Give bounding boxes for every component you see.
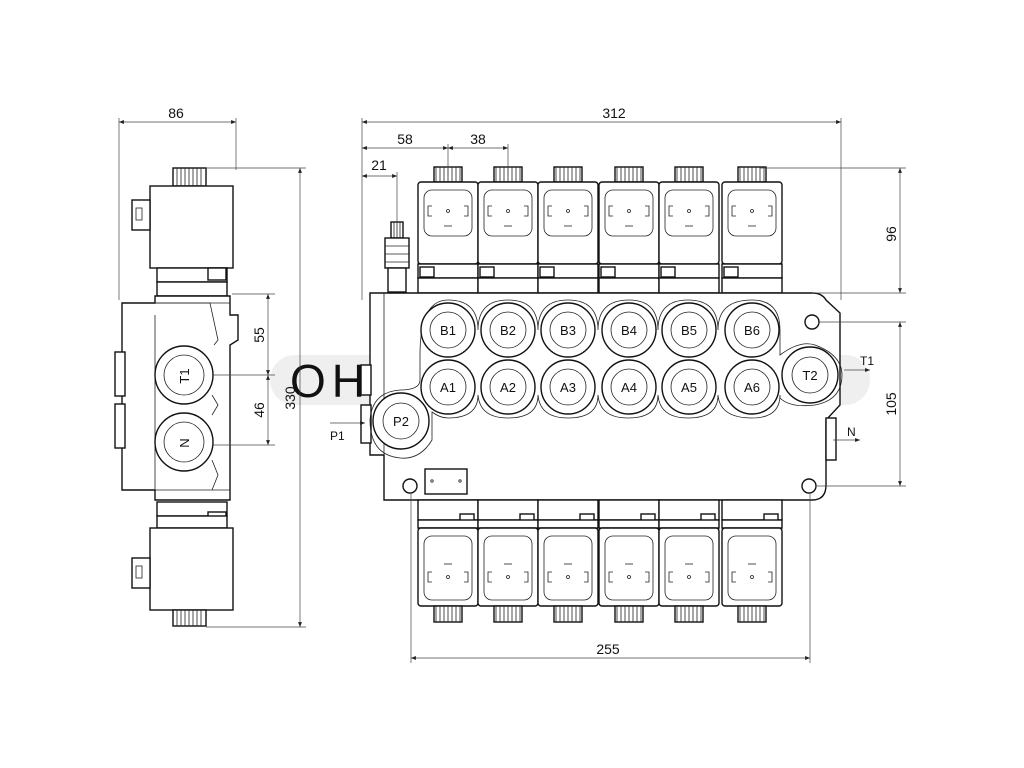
port-b-label: B3 — [560, 323, 576, 338]
dim-offset-first: 58 — [397, 131, 413, 147]
port-b: B6 — [724, 302, 780, 358]
bottom-coil — [658, 499, 720, 623]
top-coil — [721, 166, 783, 294]
dim-side-upper: 55 — [251, 327, 267, 343]
port-a: A2 — [480, 359, 536, 415]
bottom-coil — [598, 499, 660, 623]
port-a: A1 — [420, 359, 476, 415]
port-a-label: A5 — [681, 380, 697, 395]
top-coil — [477, 166, 539, 294]
dim-coil-height: 96 — [883, 226, 899, 242]
port-a: A3 — [540, 359, 596, 415]
flow-arrows: P1 T1 N — [330, 354, 874, 443]
dim-bottom-length: 255 — [596, 641, 620, 657]
port-p2-label: P2 — [393, 414, 409, 429]
port-a-label: A1 — [440, 380, 456, 395]
top-coil — [598, 166, 660, 294]
dim-side-lower: 46 — [251, 402, 267, 418]
dim-side-width: 86 — [168, 105, 184, 121]
top-coil — [658, 166, 720, 294]
port-b-label: B1 — [440, 323, 456, 338]
side-port-t1-label: T1 — [177, 368, 192, 383]
port-a: A6 — [724, 359, 780, 415]
dim-side-height: 330 — [282, 386, 298, 410]
front-dimensions: 312 58 38 21 96 105 255 — [361, 105, 906, 663]
top-coil — [537, 166, 599, 294]
bottom-coil — [477, 499, 539, 623]
port-b-label: B5 — [681, 323, 697, 338]
dim-total-length: 312 — [602, 105, 626, 121]
port-a: A4 — [601, 359, 657, 415]
port-a-label: A4 — [621, 380, 637, 395]
dim-body-height: 105 — [883, 392, 899, 416]
top-coil — [417, 166, 479, 294]
port-a-label: A2 — [500, 380, 516, 395]
bottom-coil — [537, 499, 599, 623]
port-b: B5 — [661, 302, 717, 358]
port-b: B2 — [480, 302, 536, 358]
port-b-label: B6 — [744, 323, 760, 338]
port-t2-label: T2 — [802, 368, 817, 383]
port-a-label: A6 — [744, 380, 760, 395]
bottom-coil — [417, 499, 479, 623]
arrow-n-label: N — [847, 425, 856, 439]
port-b-label: B2 — [500, 323, 516, 338]
arrow-p1-label: P1 — [330, 429, 345, 443]
port-b-label: B4 — [621, 323, 637, 338]
dim-offset-port: 21 — [371, 157, 387, 173]
port-b: B1 — [420, 302, 476, 358]
side-dimensions: 86 55 46 330 — [118, 105, 306, 628]
side-view: T1 N — [114, 167, 239, 627]
port-a: A5 — [661, 359, 717, 415]
port-b: B4 — [601, 302, 657, 358]
side-port-n-label: N — [177, 438, 192, 447]
bottom-coil — [721, 499, 783, 623]
dim-pitch: 38 — [470, 131, 486, 147]
port-a-label: A3 — [560, 380, 576, 395]
arrow-t1-label: T1 — [860, 354, 874, 368]
port-b: B3 — [540, 302, 596, 358]
